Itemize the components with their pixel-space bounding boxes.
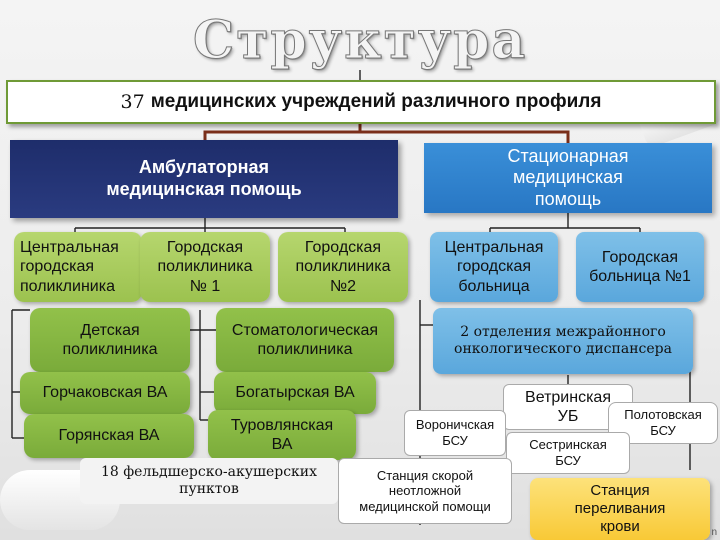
goryanskaya-outpatient-clinic: Горянская ВА: [24, 414, 194, 458]
blood-transfusion-station: Станция переливания крови: [530, 478, 710, 540]
central-city-hospital: Центральная городская больница: [430, 232, 558, 302]
city-polyclinic-1: Городская поликлиника № 1: [140, 232, 270, 302]
central-city-polyclinic: Центральная городская поликлиника: [14, 232, 142, 302]
polotovskaya-nursing-hospital: Полотовская БСУ: [608, 402, 718, 444]
arrow-to-inpatient: [360, 130, 570, 143]
inpatient-care-header: Стационарная медицинская помощь: [424, 143, 712, 213]
oncology-departments: 2 отделения межрайонного онкологического…: [433, 308, 693, 374]
gorchakovskaya-outpatient-clinic: Горчаковская ВА: [20, 372, 190, 414]
turovlyanskaya-outpatient-clinic: Туровлянская ВА: [208, 410, 356, 460]
main-institutions-box: 37 медицинских учреждений различного про…: [6, 80, 716, 124]
ambulance-station: Станция скорой неотложной медицинской по…: [338, 458, 512, 524]
city-polyclinic-2: Городская поликлиника №2: [278, 232, 408, 302]
voronichskaya-nursing-hospital: Вороничская БСУ: [404, 410, 506, 456]
feldsher-stations: 18 фельдшерско-акушерских пунктов: [80, 458, 338, 504]
corner-label: n: [711, 527, 717, 538]
institution-description: медицинских учреждений различного профил…: [150, 90, 602, 112]
bogatyrskaya-outpatient-clinic: Богатырская ВА: [214, 372, 376, 414]
sestrinskaya-nursing-hospital: Сестринская БСУ: [506, 432, 630, 474]
dental-polyclinic: Стоматологическая поликлиника: [216, 308, 394, 372]
city-hospital-1: Городская больница №1: [576, 232, 704, 302]
arrow-to-ambulatory: [203, 124, 362, 140]
ambulatory-care-header: Амбулаторная медицинская помощь: [10, 140, 398, 218]
institution-count: 37: [120, 90, 145, 113]
page-title: Структура: [192, 10, 528, 72]
children-polyclinic: Детская поликлиника: [30, 308, 190, 372]
